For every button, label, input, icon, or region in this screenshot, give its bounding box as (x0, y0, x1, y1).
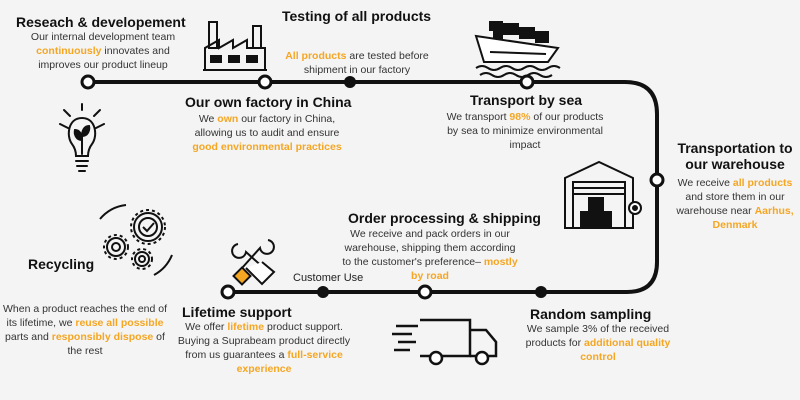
desc-text: parts and (5, 331, 52, 343)
lightbulb-plant-icon (59, 103, 105, 172)
step-title-testing: Testing of all products (282, 8, 432, 24)
desc-text: and store them in our warehouse near (676, 191, 785, 217)
step-desc-research: Our internal development team continuous… (28, 30, 178, 72)
highlight-text: all products (732, 177, 793, 189)
highlight-text: continuously (36, 45, 102, 57)
desc-text: product support. Buying a Suprabeam prod… (177, 321, 351, 361)
step-title-transport-warehouse: Transportation to our warehouse (677, 140, 793, 172)
desc-text: innovates and improves our product lineu… (38, 45, 170, 71)
wrench-hand-icon (231, 239, 276, 286)
highlight-text: own (217, 113, 239, 125)
node-research (80, 74, 96, 90)
node-random-sampling (535, 286, 547, 298)
delivery-truck-icon (392, 318, 498, 366)
step-title-random-sampling: Random sampling (530, 306, 652, 322)
step-title-transport-sea: Transport by sea (470, 92, 583, 108)
desc-text: We receive (677, 177, 733, 189)
customer-use-label: Customer Use (293, 272, 364, 284)
step-title-lifetime-support: Lifetime support (182, 304, 292, 320)
node-lifetime-support (220, 284, 236, 300)
highlight-text: additional quality control (580, 337, 671, 363)
desc-text: We receive and pack orders in our wareho… (342, 228, 516, 268)
node-factory (257, 74, 273, 90)
highlight-text: full-service experience (236, 349, 343, 375)
step-desc-factory: We own our factory in China, allowing us… (182, 112, 352, 154)
highlight-text: reuse all possible (75, 317, 164, 329)
desc-text: We (198, 113, 218, 125)
step-desc-lifetime-support: We offer lifetime product support. Buyin… (176, 320, 352, 376)
step-title-factory: Our own factory in China (185, 94, 352, 110)
cargo-ship-icon (474, 21, 561, 78)
process-path (86, 80, 659, 294)
desc-text: are tested before shipment in our factor… (303, 50, 429, 76)
step-desc-order-processing: We receive and pack orders in our wareho… (340, 227, 520, 283)
step-desc-transport-sea: We transport 98% of our products by sea … (440, 110, 610, 152)
step-title-recycling: Recycling (28, 256, 95, 272)
desc-text: our factory in China, allowing us to aud… (194, 113, 340, 139)
step-desc-recycling: When a product reaches the end of its li… (2, 302, 168, 358)
factory-icon (203, 21, 267, 71)
desc-text: When a product reaches the end of its li… (2, 303, 168, 329)
desc-text: of our products by sea to minimize envir… (447, 111, 604, 151)
highlight-text: lifetime (227, 321, 265, 333)
desc-text: Our internal development team (30, 31, 176, 43)
node-transport-warehouse (649, 172, 665, 188)
step-desc-transport-warehouse: We receive all products and store them i… (672, 176, 798, 232)
gears-check-icon (99, 204, 173, 276)
desc-text: We transport (446, 111, 510, 123)
desc-text: We sample 3% of the received products fo… (525, 323, 670, 349)
highlight-text: mostly by road (411, 256, 518, 282)
step-title-research: Reseach & developement (16, 14, 186, 30)
node-customer-use (317, 286, 329, 298)
highlight-text: good environmental practices (192, 141, 342, 153)
node-testing (344, 76, 356, 88)
warehouse-icon (564, 160, 642, 229)
desc-text: of the rest (67, 331, 165, 357)
highlight-text: All products (285, 50, 347, 62)
highlight-text: 98% (509, 111, 531, 123)
highlight-text: responsibly dispose (51, 331, 154, 343)
step-title-order-processing: Order processing & shipping (348, 210, 541, 226)
node-order-processing (417, 284, 433, 300)
highlight-text: Aarhus, Denmark (712, 205, 794, 231)
desc-text: We offer (185, 321, 228, 333)
step-desc-random-sampling: We sample 3% of the received products fo… (518, 322, 678, 364)
step-desc-testing: All products are tested before shipment … (282, 49, 432, 77)
